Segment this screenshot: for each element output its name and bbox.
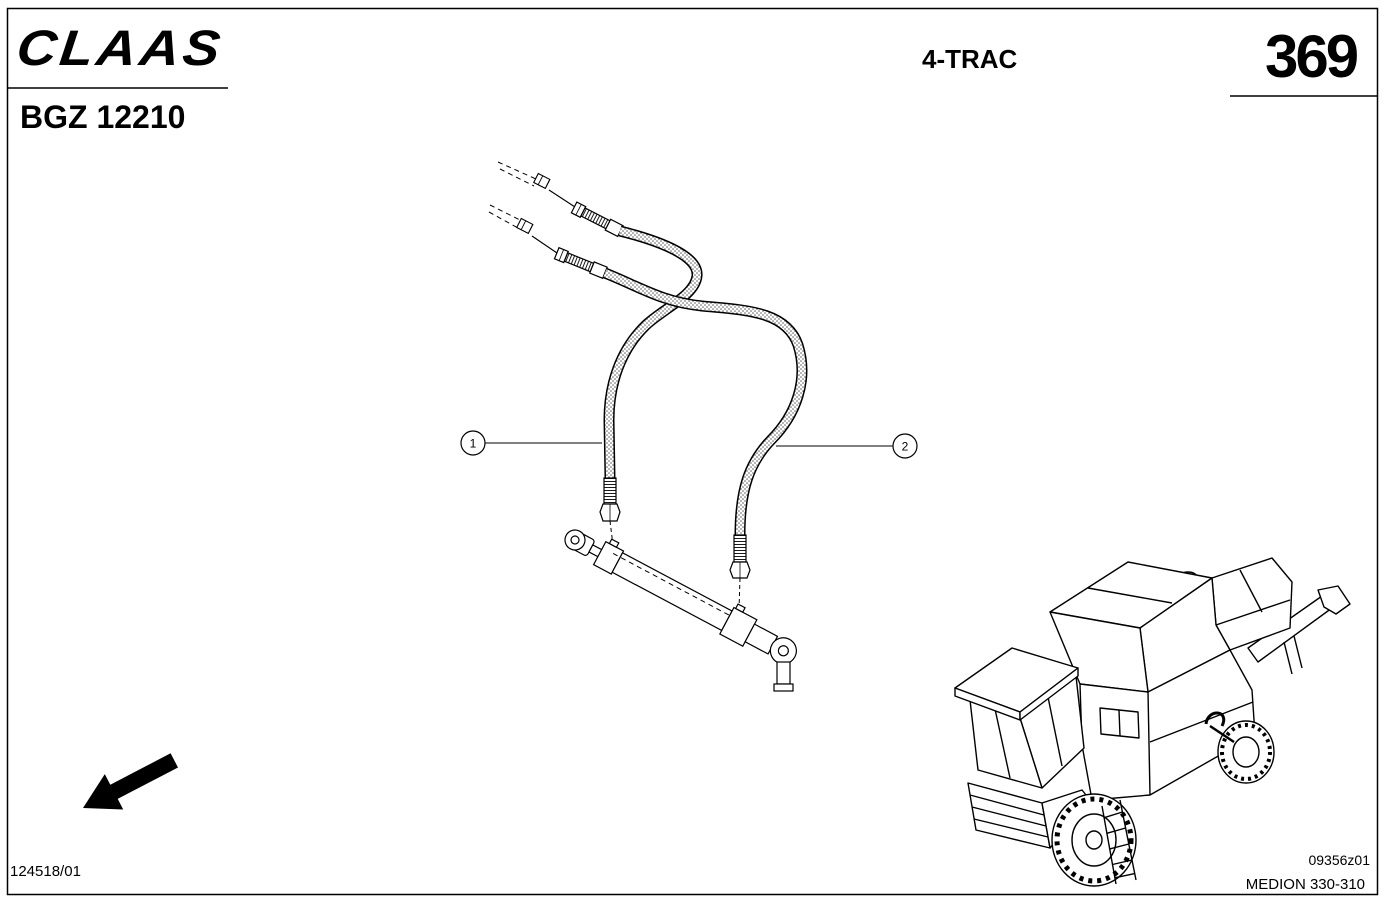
engine-housing-edge-2: [1239, 569, 1263, 613]
location-pointer: [1209, 724, 1235, 744]
hose-2-braid: [603, 269, 806, 536]
drawing-reference: 124518/01: [10, 863, 81, 880]
pipe-line-b: [531, 235, 558, 254]
feeder-slat-1: [969, 794, 1045, 816]
upstream-line-a2: [499, 168, 535, 187]
port-2: [734, 603, 746, 614]
cylinder-mounting-pin: [773, 661, 794, 692]
connector-body: [515, 217, 534, 235]
page-number: 369: [1265, 23, 1359, 90]
callout-1: 1: [460, 430, 602, 456]
cab-pillar-2: [994, 708, 1011, 779]
ladder-rung: [1109, 843, 1129, 850]
direction-arrow-icon: [83, 753, 178, 810]
ladder-rung: [1112, 859, 1133, 866]
rear-eye-bore: [777, 645, 789, 657]
ladder-rung: [1106, 827, 1126, 834]
rear-tyre-tread: [1220, 723, 1272, 781]
hose-1-braid: [604, 227, 701, 479]
front-hub: [1085, 830, 1103, 850]
body-edge: [1147, 691, 1151, 796]
hydraulic-cylinder: [564, 529, 797, 665]
upstream-line-a1: [497, 161, 537, 180]
pin-shank: [776, 661, 791, 685]
model-name: 4-TRAC: [922, 44, 1018, 74]
illustration-reference: 09356z01: [1308, 852, 1370, 868]
unloading-auger: [1247, 585, 1351, 675]
access-ladder: [1101, 799, 1137, 885]
bulkhead-connector-b: [515, 217, 534, 235]
fitting-thread: [563, 252, 595, 273]
assembly-group-code: BGZ 12210: [20, 99, 186, 135]
ladder-rail-2: [1119, 799, 1137, 881]
ladder-rung: [1103, 811, 1123, 819]
hose-2: [602, 267, 808, 536]
page-border: [6, 7, 1379, 896]
callout-2-label: 2: [902, 440, 909, 454]
upstream-line-b1: [489, 204, 521, 221]
upstream-connections: [488, 161, 576, 254]
hose-2-outline: [602, 267, 808, 536]
rear-rim: [1232, 736, 1260, 768]
rear-wheel: [1217, 720, 1275, 784]
hose-1: [603, 225, 703, 479]
connector-edge: [537, 175, 544, 185]
ladder-rail-1: [1101, 805, 1117, 885]
machine-model: MEDION 330-310: [1245, 876, 1365, 893]
side-window-divider: [1118, 709, 1121, 737]
assembly-line-port-2: [738, 577, 741, 611]
nut-edge: [575, 204, 582, 216]
connector-edge: [520, 220, 527, 230]
connector-body: [532, 172, 551, 190]
rod-eye-bore: [570, 535, 580, 545]
cab-pillar: [1047, 696, 1063, 767]
pipe-line-a: [548, 189, 576, 208]
cab-roof-side-edge: [1019, 667, 1079, 721]
auger-support: [1283, 641, 1293, 675]
hose-2-lower-fitting: [729, 534, 751, 579]
feeder-slat-2: [971, 806, 1047, 827]
hose-1-lower-fitting: [599, 477, 621, 522]
fitting-thread: [580, 207, 611, 230]
fitting-thread: [603, 477, 617, 505]
combine-harvester-illustration: [954, 557, 1351, 887]
ladder-rung: [1114, 872, 1135, 879]
auger-spout: [1317, 585, 1351, 615]
callout-1-circle: [460, 430, 486, 456]
upstream-line-b2: [488, 211, 519, 229]
front-wheel: [1051, 793, 1137, 887]
callout-2: 2: [776, 433, 918, 459]
grain-tank-lid-line: [1087, 587, 1173, 604]
location-hose-symbol: [1204, 711, 1226, 727]
hose-2-upper-fitting: [553, 246, 608, 280]
engine-housing-edge: [1215, 599, 1291, 626]
auger-support-2: [1293, 635, 1303, 669]
callout-2-circle: [892, 433, 918, 459]
fitting-ferrule: [588, 261, 608, 280]
hose-1-upper-fitting: [570, 201, 624, 238]
component-location-marker: [1204, 711, 1235, 744]
feeder-front: [967, 782, 1051, 849]
front-tyre-tread: [1054, 796, 1134, 884]
nut-edge: [558, 249, 564, 261]
feeder-slat-3: [973, 818, 1049, 838]
grain-tank: [1049, 561, 1231, 693]
port-1: [608, 538, 620, 549]
body-panel-line: [1149, 701, 1254, 743]
pin-washer: [773, 683, 794, 692]
claas-logo: CLAAS: [13, 20, 227, 76]
fitting-thread: [733, 534, 747, 563]
cab: [954, 647, 1085, 789]
callout-1-label: 1: [470, 437, 477, 451]
bulkhead-connector-a: [532, 172, 551, 190]
cylinder-barrel: [611, 552, 733, 632]
